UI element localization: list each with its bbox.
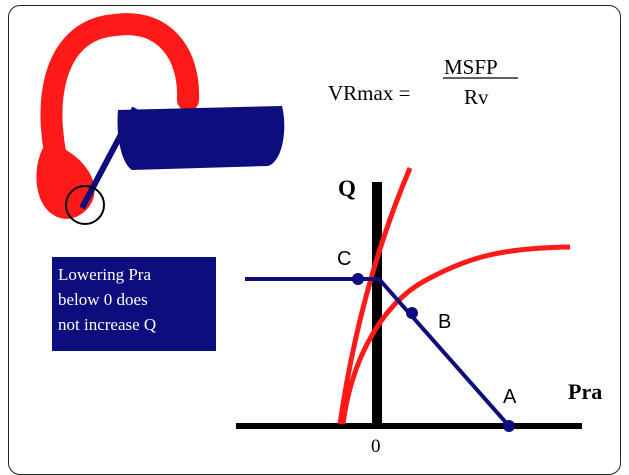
vessel-outlet-tip — [177, 90, 197, 106]
explanation-note: Lowering Pra below 0 does not increase Q — [52, 257, 216, 351]
formula-numerator: MSFP — [444, 55, 498, 79]
circulation-illustration — [36, 24, 284, 224]
formula-denominator: Rv — [464, 85, 489, 109]
origin-label: 0 — [371, 436, 381, 457]
point-a-marker — [503, 420, 515, 432]
y-axis-label: Q — [338, 176, 356, 201]
point-a-label: A — [503, 386, 517, 408]
point-c-marker — [352, 273, 364, 285]
diagram-canvas: VRmax = MSFP Rv Q Pra 0 C B A — [0, 0, 629, 465]
note-line-1: Lowering Pra — [58, 262, 210, 287]
venous-return-formula: VRmax = MSFP Rv — [328, 55, 518, 109]
note-line-3: not increase Q — [58, 312, 210, 337]
point-b-label: B — [438, 311, 451, 333]
point-c-label: C — [337, 248, 351, 270]
return-graph: Q Pra 0 C B A — [236, 168, 602, 457]
note-line-2: below 0 does — [58, 287, 210, 312]
x-axis-label: Pra — [568, 379, 602, 404]
formula-lhs: VRmax = — [328, 81, 410, 105]
point-b-marker — [406, 307, 418, 319]
capacitance-vessel-tub — [118, 106, 285, 170]
